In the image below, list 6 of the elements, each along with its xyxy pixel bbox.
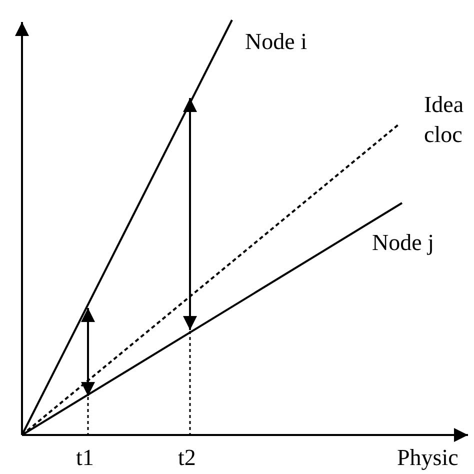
line-label: Node j (372, 229, 434, 257)
axis-tick-label: t2 (178, 444, 196, 472)
line-label: Node i (245, 28, 307, 56)
axis-label: Physic (397, 444, 458, 472)
line-label: Idea cloc (424, 91, 465, 149)
axis-tick-label: t1 (76, 444, 94, 472)
